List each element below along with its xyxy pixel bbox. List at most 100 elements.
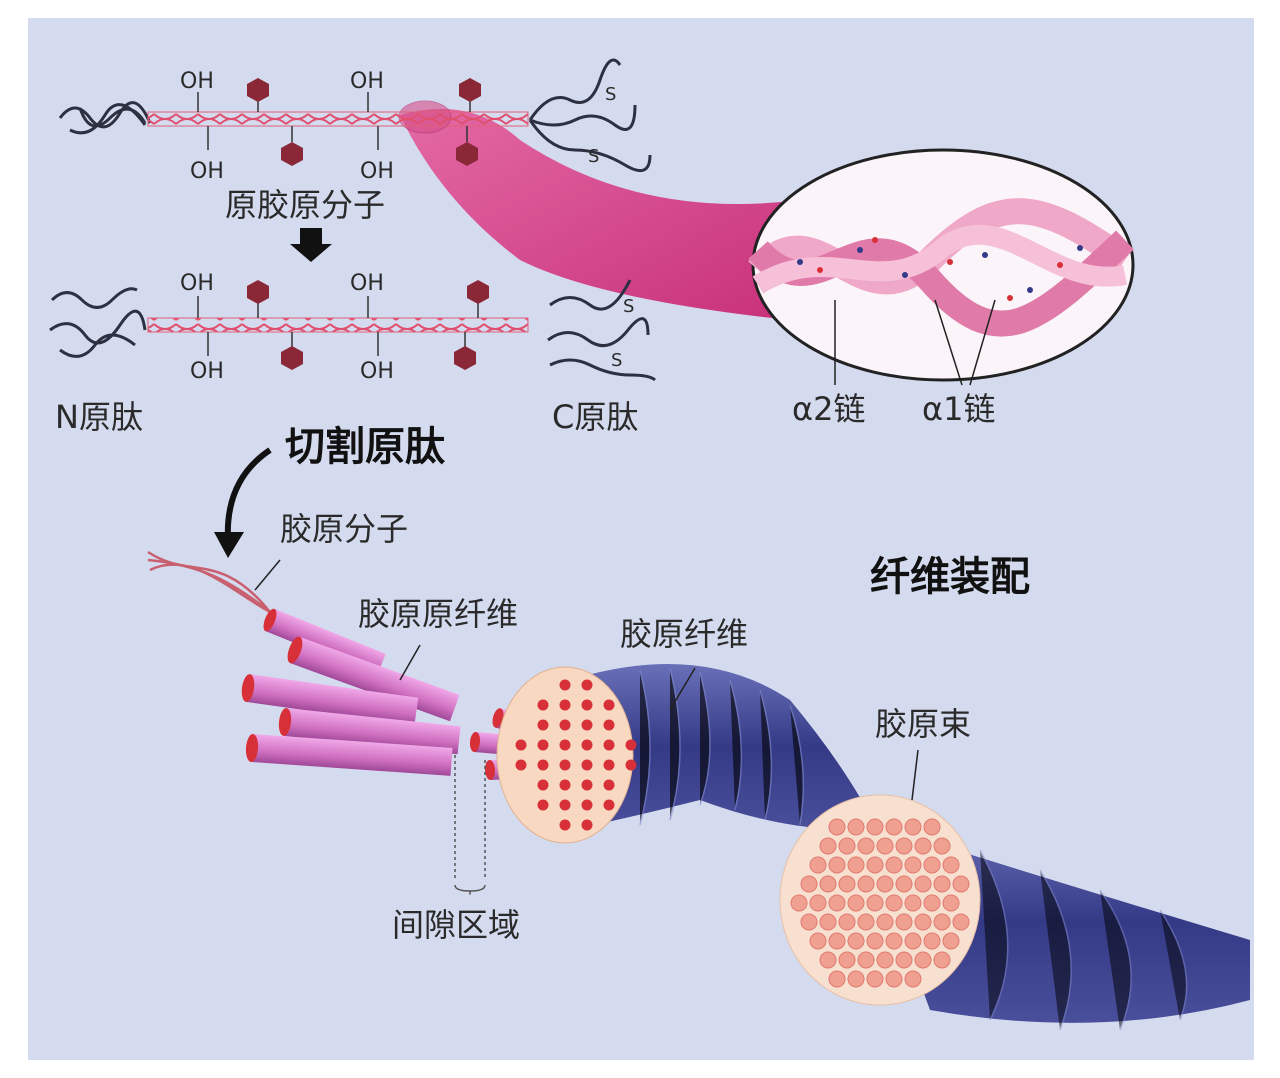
fibril-dot	[581, 819, 593, 831]
fiber-circle	[923, 818, 941, 836]
fibril-dot	[537, 719, 549, 731]
fibril-label: 胶原原纤维	[358, 595, 518, 633]
sugar-hexagon	[247, 78, 269, 102]
hydroxyl-label: OH	[190, 359, 224, 384]
alpha1-chain-label: α1链	[922, 390, 995, 428]
fiber-circle	[923, 894, 941, 912]
fiber-circle	[828, 818, 846, 836]
fiber-circle	[885, 856, 903, 874]
fiber-circle	[866, 970, 884, 988]
cleaved-molecule: OH OH OH OH S S	[49, 271, 657, 384]
fiber-circle	[790, 894, 808, 912]
fiber-circle	[819, 913, 837, 931]
fiber-circle	[876, 875, 894, 893]
disulfide-label: S	[611, 350, 622, 371]
fiber-circle	[895, 951, 913, 969]
fiber-circle	[904, 970, 922, 988]
fiber-circle	[819, 951, 837, 969]
fiber-circle	[838, 837, 856, 855]
sugar-hexagon	[281, 142, 303, 166]
fibril-dot	[581, 799, 593, 811]
fiber-circle	[857, 951, 875, 969]
fiber-circle	[809, 932, 827, 950]
hydroxyl-label: OH	[180, 271, 214, 296]
fibril-dot	[581, 699, 593, 711]
hydroxyl-label: OH	[190, 159, 224, 184]
fiber-circle	[904, 818, 922, 836]
disulfide-label: S	[588, 146, 599, 167]
fibril-dot	[559, 719, 571, 731]
fiber-circle	[828, 932, 846, 950]
c-propeptide-fragment	[547, 279, 657, 382]
fibril-dot	[559, 819, 571, 831]
fibril-dot	[537, 739, 549, 751]
fibril-dot	[537, 759, 549, 771]
fiber-circle	[933, 837, 951, 855]
fiber-circle	[809, 856, 827, 874]
triple-helix-closeup	[748, 148, 1135, 386]
fibril-dot	[603, 739, 615, 751]
gap-region-label: 间隙区域	[392, 906, 520, 944]
fiber-circle	[885, 970, 903, 988]
fiber-circle	[876, 837, 894, 855]
fibril-dot	[581, 719, 593, 731]
triple-helix	[147, 111, 529, 127]
fiber-circle	[942, 894, 960, 912]
fiber-circle	[876, 913, 894, 931]
fiber-circle	[876, 951, 894, 969]
fibril-dot	[625, 739, 637, 751]
fiber-circle	[914, 837, 932, 855]
fiber-circle	[885, 818, 903, 836]
fiber-circle	[819, 837, 837, 855]
fiber-circle	[914, 875, 932, 893]
fiber-circle	[895, 837, 913, 855]
fiber-circle	[847, 970, 865, 988]
fiber-circle	[847, 894, 865, 912]
triple-helix	[147, 317, 529, 333]
fiber-circle	[895, 875, 913, 893]
fiber-circle	[828, 856, 846, 874]
sugar-hexagon	[459, 78, 481, 102]
fiber-circle	[838, 875, 856, 893]
hydroxyl-label: OH	[360, 359, 394, 384]
fiber-circle	[942, 932, 960, 950]
fibril-dot	[581, 759, 593, 771]
fibril-dot	[581, 739, 593, 751]
fiber-circle	[866, 856, 884, 874]
disulfide-label: S	[605, 84, 616, 105]
fibril-dot	[603, 759, 615, 771]
collagen-molecule-strand	[147, 550, 271, 614]
fiber-circle	[857, 875, 875, 893]
n-propeptide-label: N原肽	[55, 398, 143, 436]
procollagen-label: 原胶原分子	[225, 186, 385, 224]
fiber-circle	[866, 818, 884, 836]
c-propeptide-label: C原肽	[552, 398, 638, 436]
fiber-circle	[952, 913, 970, 931]
fiber-circle	[914, 913, 932, 931]
fiber-circle	[942, 856, 960, 874]
fiber-circle	[933, 951, 951, 969]
fibril-dot	[581, 679, 593, 691]
gap-region-brace	[454, 884, 486, 895]
collagen-molecule-label: 胶原分子	[280, 510, 408, 548]
sugar-hexagon	[456, 142, 478, 166]
fiber-circle	[885, 932, 903, 950]
fiber-circle	[809, 894, 827, 912]
fiber-circle	[904, 856, 922, 874]
fiber-circle	[933, 913, 951, 931]
fibril-dot	[559, 699, 571, 711]
curved-arrow-icon	[224, 447, 272, 541]
alpha2-chain-label: α2链	[792, 390, 865, 428]
fiber-circle	[904, 894, 922, 912]
fibril-dot	[537, 699, 549, 711]
fiber-circle	[914, 951, 932, 969]
fibril-dot	[559, 779, 571, 791]
sugar-hexagon	[281, 346, 303, 370]
fiber-circle	[838, 913, 856, 931]
n-propeptide-fragment	[49, 287, 147, 358]
fibril-dot	[603, 699, 615, 711]
hydroxyl-label: OH	[360, 159, 394, 184]
fibril-dot	[559, 679, 571, 691]
fiber-circle	[952, 875, 970, 893]
